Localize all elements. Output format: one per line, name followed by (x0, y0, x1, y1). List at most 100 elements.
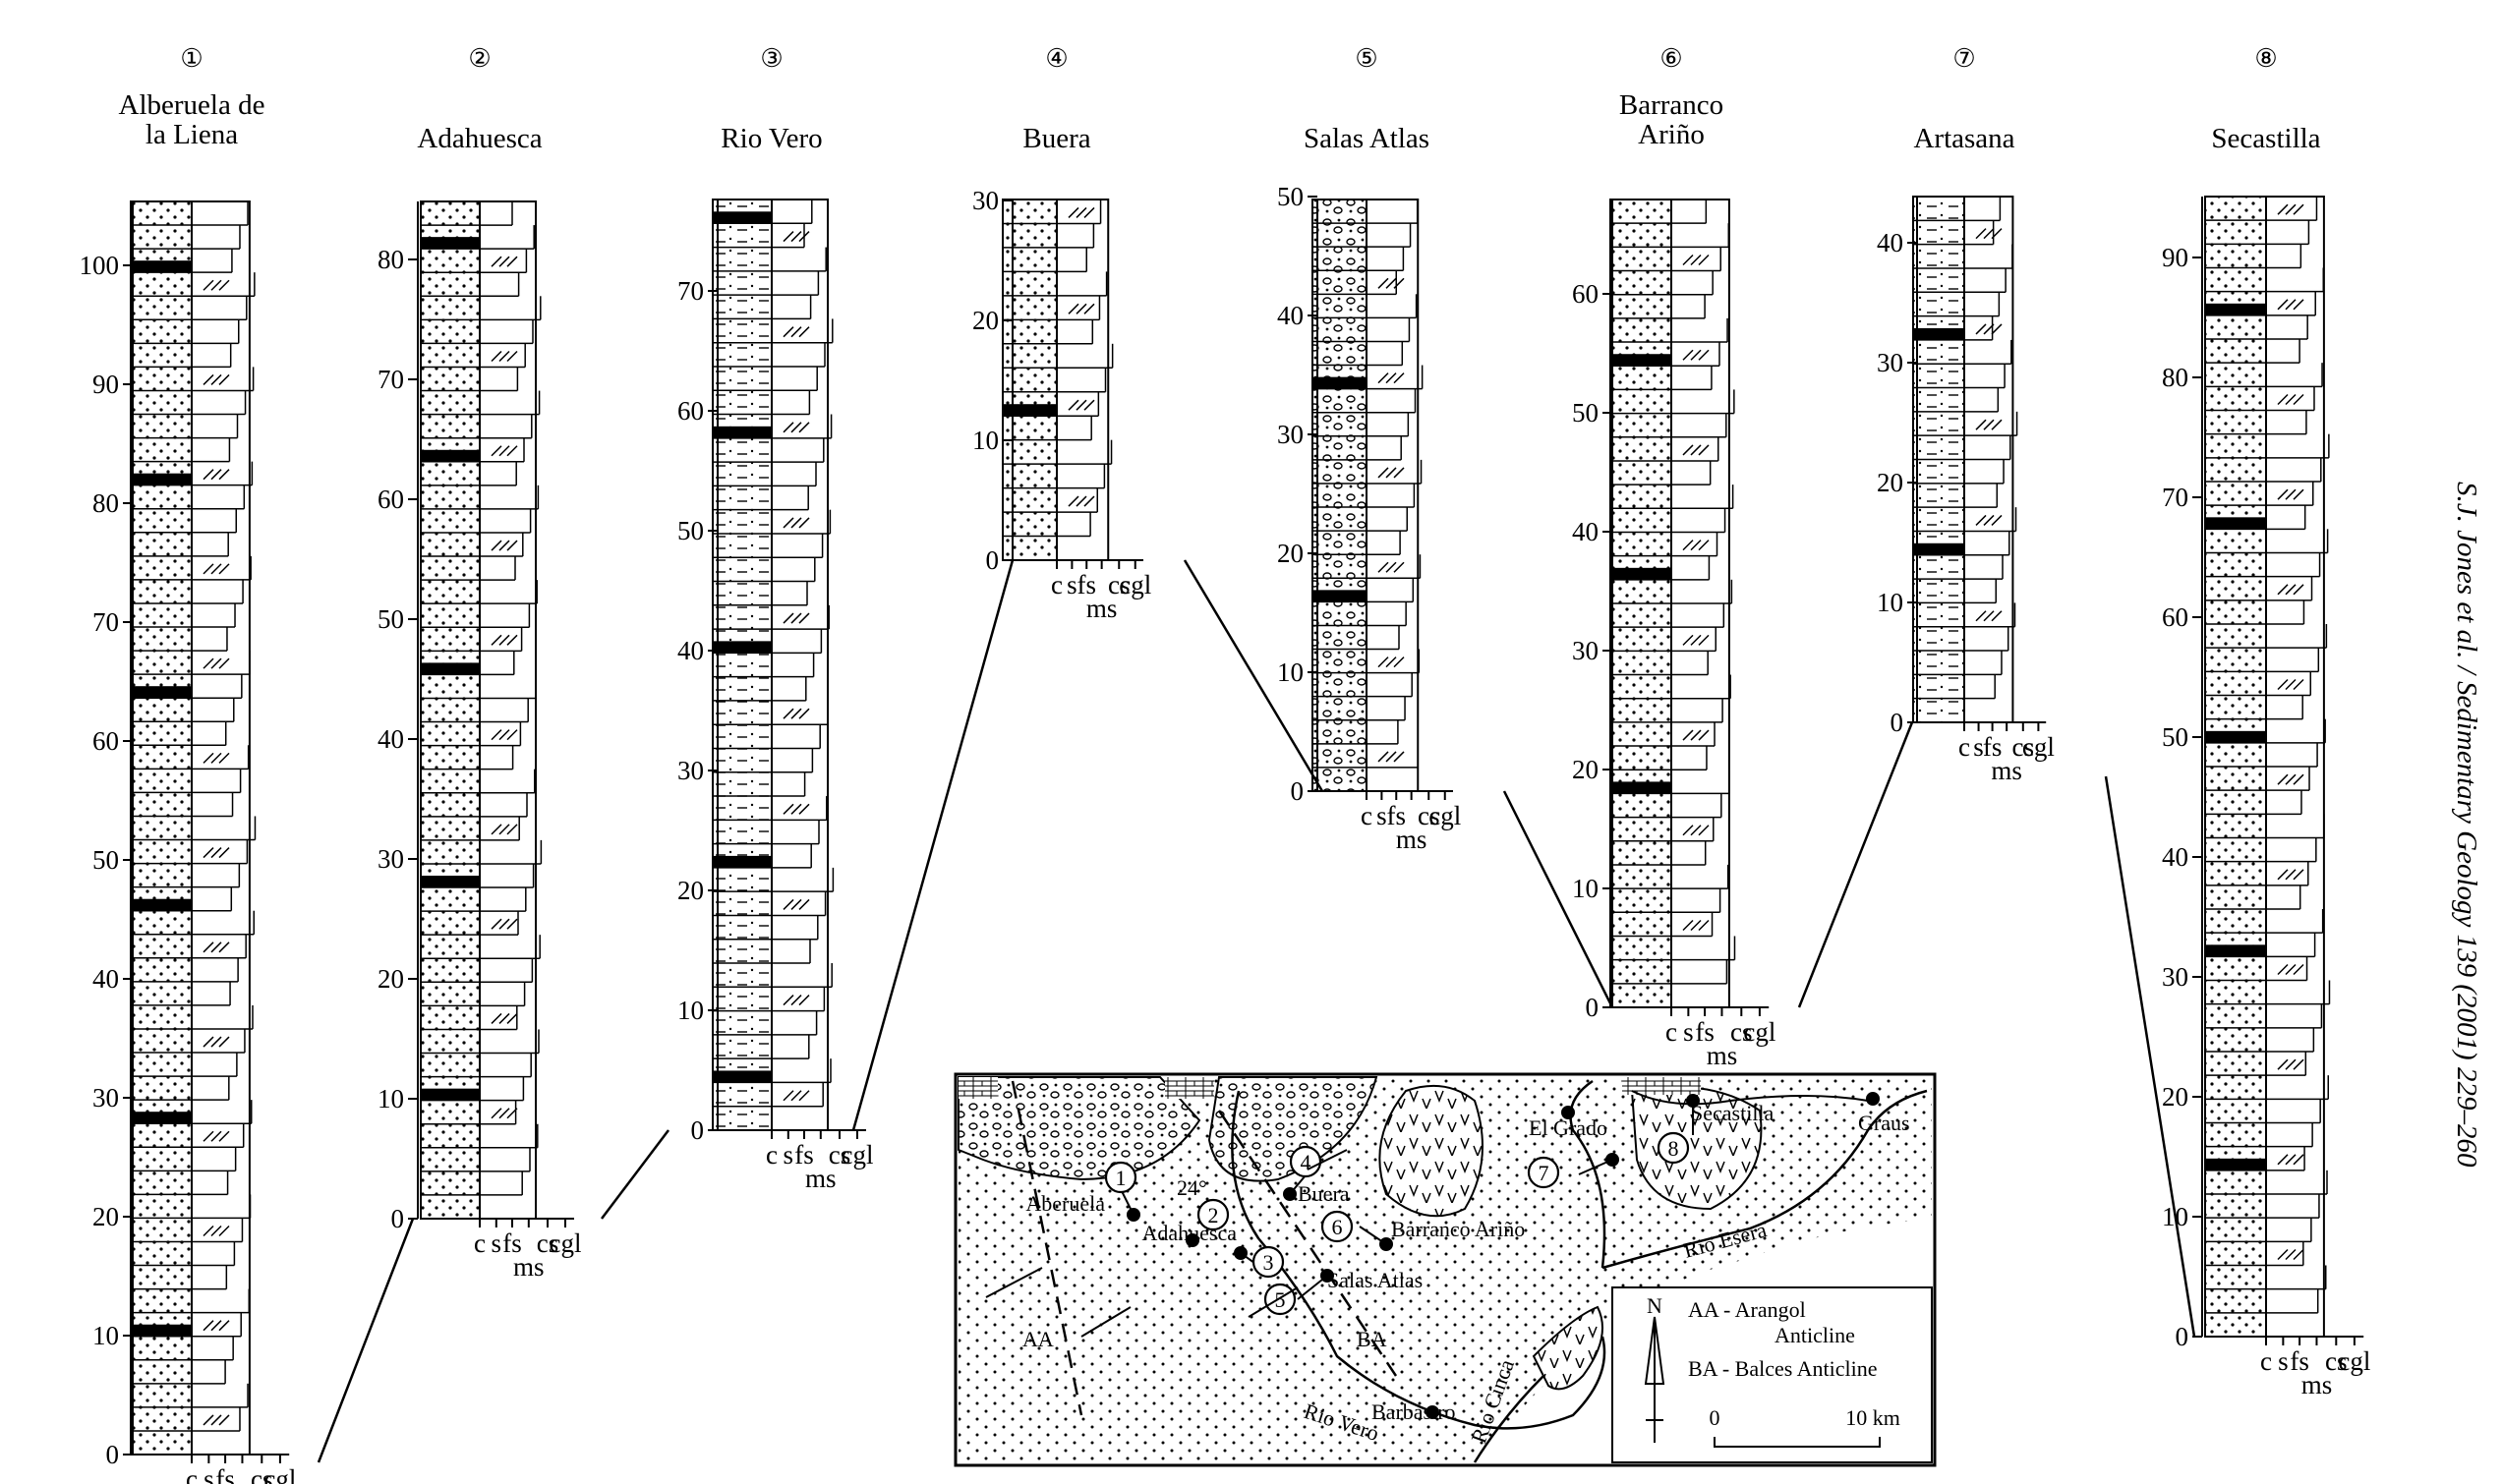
depth-tick-label: 20 (1277, 539, 1304, 568)
depth-tick-label: 10 (677, 996, 704, 1025)
grain-size-label: ms (513, 1252, 545, 1282)
lithology-column (1311, 199, 1367, 792)
grain-size-label: s (1067, 570, 1077, 599)
depth-tick-label: 10 (1277, 657, 1304, 687)
section-number: ⑥ (1659, 44, 1682, 73)
map-site-number: 8 (1668, 1136, 1679, 1161)
depth-tick-label: 50 (677, 516, 704, 545)
depth-tick-label: 70 (378, 365, 404, 394)
map-label-aberuela: Aberuela (1025, 1191, 1105, 1216)
grain-size-label: fs (1387, 801, 1407, 830)
depth-tick-label: 30 (972, 186, 999, 215)
depth-tick-label: 50 (2162, 722, 2188, 752)
map-site-number: 5 (1275, 1287, 1286, 1312)
depth-tick-label: 40 (677, 636, 704, 665)
grain-size-label: cs (829, 1140, 851, 1170)
grain-size-label: fs (794, 1140, 814, 1170)
grain-size-column (1366, 199, 1420, 792)
grain-size-label: c (1051, 570, 1063, 599)
map-label-ba: BA (1357, 1327, 1387, 1351)
map-label-aa: AA (1022, 1327, 1054, 1351)
depth-tick-label: 20 (972, 306, 999, 335)
grain-size-label: s (1376, 801, 1387, 830)
grain-size-label: fs (215, 1464, 235, 1484)
grain-size-column (191, 200, 251, 1455)
grain-size-column (479, 200, 537, 1220)
section-title-line: Artasana (1913, 123, 2014, 154)
grain-size-label: cs (251, 1464, 273, 1484)
grain-size-label: c (474, 1228, 486, 1258)
depth-tick-label: 10 (2162, 1202, 2188, 1231)
grain-size-label: cs (2012, 732, 2035, 762)
grain-size-label: c (1958, 732, 1970, 762)
depth-tick-label: 40 (1277, 301, 1304, 330)
depth-tick-label: 40 (378, 724, 404, 754)
depth-tick-label: 20 (1572, 755, 1599, 784)
grain-size-label: cgl (1119, 570, 1151, 599)
grain-size-label: cgl (2022, 732, 2055, 762)
depth-tick-label: 60 (2162, 602, 2188, 632)
grain-size-label: fs (1983, 732, 2003, 762)
depth-tick-label: 30 (2162, 962, 2188, 992)
grain-size-label: c (1361, 801, 1372, 830)
map-site-number: 1 (1116, 1166, 1127, 1190)
grain-size-label: ms (805, 1164, 837, 1193)
depth-tick-label: 10 (378, 1084, 404, 1113)
section-number: ① (180, 44, 203, 73)
grain-size-label: fs (1077, 570, 1097, 599)
depth-tick-label: 0 (2176, 1322, 2189, 1351)
section-number: ⑧ (2254, 44, 2277, 73)
grain-size-label: cgl (1743, 1017, 1775, 1047)
depth-tick-label: 0 (1586, 993, 1600, 1022)
grain-size-label: cgl (550, 1228, 582, 1258)
depth-tick-label: 20 (1877, 468, 1903, 497)
depth-tick-label: 0 (986, 545, 1000, 575)
scale-start: 0 (1710, 1405, 1720, 1430)
section-number: ② (468, 44, 491, 73)
depth-tick-label: 10 (1877, 588, 1903, 617)
depth-tick-label: 40 (1572, 517, 1599, 546)
section-title-line: Adahuesca (417, 123, 542, 154)
depth-tick-label: 30 (1572, 636, 1599, 665)
depth-tick-label: 80 (378, 245, 404, 274)
depth-tick-label: 0 (106, 1440, 120, 1469)
depth-tick-label: 50 (378, 604, 404, 634)
depth-tick-label: 100 (80, 251, 120, 280)
grain-size-label: cgl (2338, 1346, 2370, 1376)
grain-size-label: ms (1396, 825, 1427, 854)
section-title-line: Barranco (1619, 89, 1723, 121)
grain-size-label: s (492, 1228, 502, 1258)
depth-tick-label: 80 (2162, 363, 2188, 392)
map-legend (1611, 1286, 1933, 1463)
depth-tick-label: 30 (677, 756, 704, 785)
grain-size-label: s (204, 1464, 214, 1484)
section-number: ⑤ (1355, 44, 1377, 73)
depth-tick-label: 0 (391, 1204, 405, 1233)
depth-tick-label: 40 (92, 964, 119, 994)
depth-tick-label: 60 (1572, 279, 1599, 309)
grain-size-label: cgl (1428, 801, 1461, 830)
depth-tick-label: 20 (677, 876, 704, 905)
depth-tick-label: 60 (677, 396, 704, 426)
depth-tick-label: 50 (92, 845, 119, 875)
depth-tick-label: 0 (691, 1115, 705, 1145)
grain-size-label: s (784, 1140, 794, 1170)
map-site-number: 2 (1208, 1203, 1219, 1227)
map-label-salas-atlas: Salas Atlas (1327, 1268, 1423, 1292)
grain-size-label: s (2278, 1346, 2289, 1376)
grain-size-label: cs (2325, 1346, 2348, 1376)
depth-tick-label: 30 (378, 844, 404, 874)
grain-size-label: cgl (263, 1464, 296, 1484)
section-title-line: la Liena (145, 119, 238, 150)
map-dip-label: 24° (1177, 1175, 1207, 1200)
grain-size-label: cgl (842, 1140, 874, 1170)
depth-tick-label: 90 (2162, 243, 2188, 272)
grain-size-column (771, 199, 829, 1131)
